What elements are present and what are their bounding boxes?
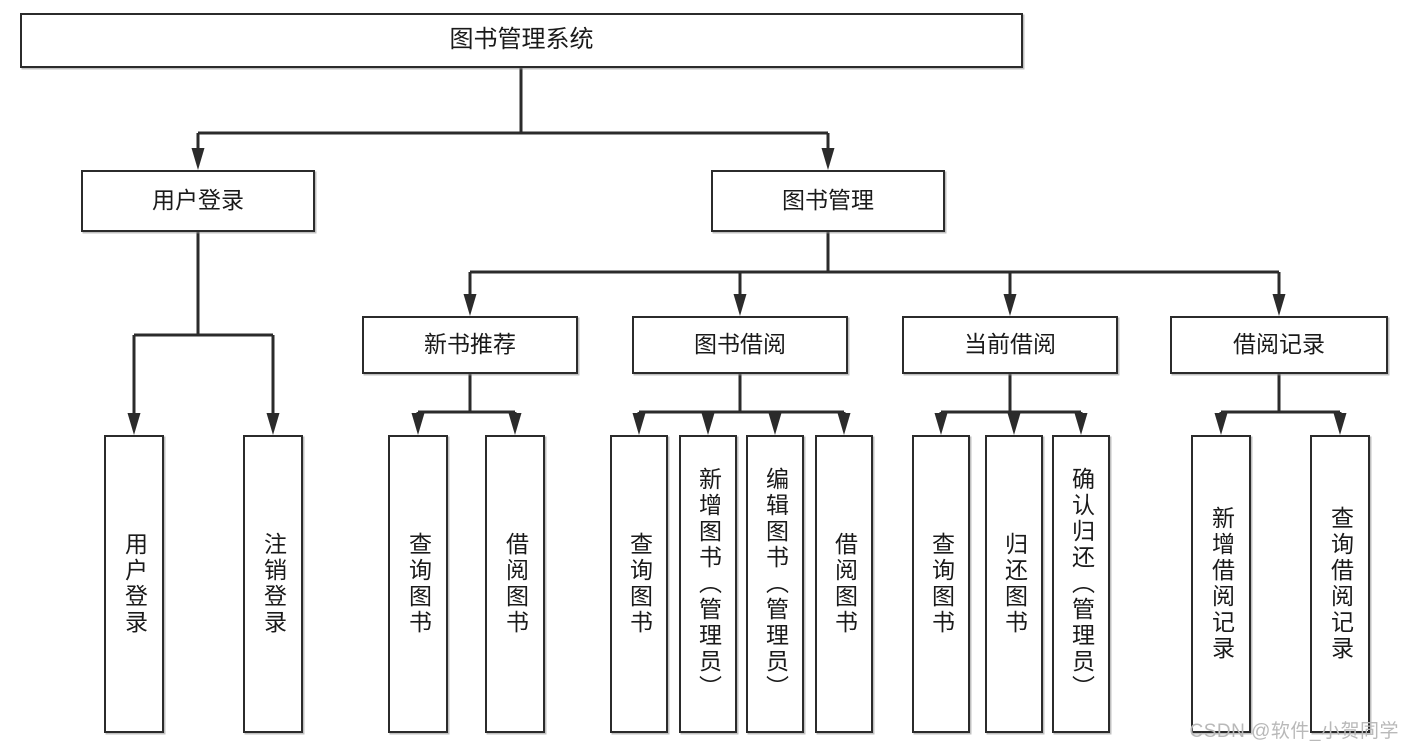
- node-leaf-borrow-book-recommend-label: 借阅图书: [502, 532, 529, 636]
- node-leaf-query-book-current-label: 查询图书: [928, 532, 955, 636]
- node-leaf-edit-book-admin-label: 编辑图书（管理员）: [762, 467, 789, 701]
- watermark-text: CSDN @软件_小贺同学: [1189, 721, 1399, 742]
- node-leaf-add-book-admin-label: 新增图书（管理员）: [695, 467, 722, 701]
- node-leaf-confirm-return-admin-label: 确认归还（管理员）: [1068, 467, 1095, 701]
- node-level2-current-borrow-label: 当前借阅: [964, 331, 1056, 358]
- node-leaf-add-borrow-record[interactable]: 新增借阅记录: [1191, 435, 1251, 733]
- node-level1-book-management-label: 图书管理: [782, 187, 874, 214]
- node-leaf-borrow-book[interactable]: 借阅图书: [815, 435, 873, 733]
- node-level1-user-login[interactable]: 用户登录: [81, 170, 315, 232]
- node-level2-book-borrow-label: 图书借阅: [694, 331, 786, 358]
- node-leaf-query-book-borrow[interactable]: 查询图书: [610, 435, 668, 733]
- node-level2-book-borrow[interactable]: 图书借阅: [632, 316, 848, 374]
- node-leaf-add-borrow-record-label: 新增借阅记录: [1208, 506, 1235, 662]
- node-leaf-query-borrow-record-label: 查询借阅记录: [1327, 506, 1354, 662]
- node-level2-borrow-record-label: 借阅记录: [1233, 331, 1325, 358]
- node-leaf-query-book-recommend-label: 查询图书: [405, 532, 432, 636]
- node-level1-book-management[interactable]: 图书管理: [711, 170, 945, 232]
- node-leaf-user-login-label: 用户登录: [121, 532, 148, 636]
- node-leaf-return-book[interactable]: 归还图书: [985, 435, 1043, 733]
- node-leaf-query-book-current[interactable]: 查询图书: [912, 435, 970, 733]
- node-leaf-query-book-borrow-label: 查询图书: [626, 532, 653, 636]
- node-root[interactable]: 图书管理系统: [20, 13, 1023, 68]
- node-leaf-user-login[interactable]: 用户登录: [104, 435, 164, 733]
- node-leaf-query-book-recommend[interactable]: 查询图书: [388, 435, 448, 733]
- node-leaf-logout[interactable]: 注销登录: [243, 435, 303, 733]
- node-leaf-confirm-return-admin[interactable]: 确认归还（管理员）: [1052, 435, 1110, 733]
- node-leaf-add-book-admin[interactable]: 新增图书（管理员）: [679, 435, 737, 733]
- node-level2-borrow-record[interactable]: 借阅记录: [1170, 316, 1388, 374]
- node-level1-user-login-label: 用户登录: [152, 187, 244, 214]
- node-level2-new-book-recommend[interactable]: 新书推荐: [362, 316, 578, 374]
- node-leaf-borrow-book-recommend[interactable]: 借阅图书: [485, 435, 545, 733]
- node-leaf-query-borrow-record[interactable]: 查询借阅记录: [1310, 435, 1370, 733]
- node-leaf-return-book-label: 归还图书: [1001, 532, 1028, 636]
- node-root-label: 图书管理系统: [449, 26, 594, 54]
- node-leaf-edit-book-admin[interactable]: 编辑图书（管理员）: [746, 435, 804, 733]
- node-leaf-borrow-book-label: 借阅图书: [831, 532, 858, 636]
- node-level2-new-book-recommend-label: 新书推荐: [424, 331, 516, 358]
- node-level2-current-borrow[interactable]: 当前借阅: [902, 316, 1118, 374]
- node-leaf-logout-label: 注销登录: [260, 532, 287, 636]
